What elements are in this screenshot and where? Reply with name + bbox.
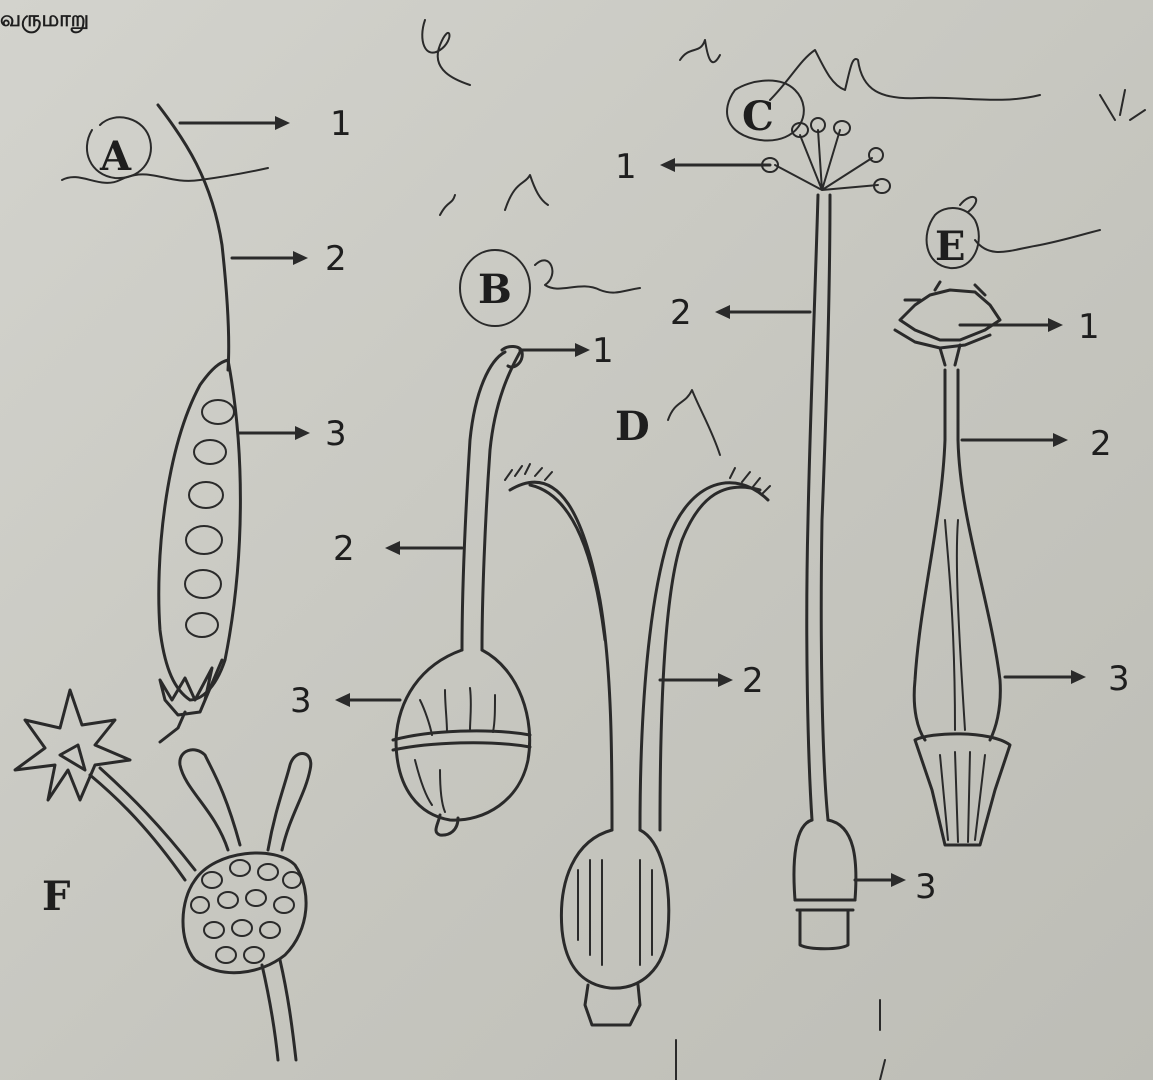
figure-a-letter: A (99, 133, 132, 180)
figure-e-receptacle (915, 734, 1010, 845)
figure-c-stigmas (762, 118, 890, 193)
figure-a-label-1: 1 (330, 104, 352, 144)
figure-d-label-2: 2 (742, 661, 764, 701)
pencil-mark (770, 50, 1040, 100)
figure-e-stigma (900, 290, 1000, 340)
figure-a: A 1 2 3 (62, 104, 352, 742)
pencil-mark (960, 197, 1100, 252)
figure-f-base (262, 960, 296, 1060)
figure-d-stigma-right (730, 468, 770, 494)
figure-c-label-1: 1 (615, 147, 637, 187)
figure-e: E 1 2 3 (895, 197, 1130, 845)
figure-e-label-3: 3 (1108, 659, 1130, 699)
figure-b-label-3: 3 (290, 681, 312, 721)
figure-f-style-right (268, 754, 311, 850)
figure-d-style-left (510, 482, 612, 830)
figure-d-stigma-left (505, 464, 552, 480)
figure-d-letter: D (615, 403, 650, 450)
pencil-mark (535, 260, 640, 292)
figure-c-label-2: 2 (670, 293, 692, 333)
figure-f-carpels (191, 860, 301, 963)
figure-e-label-2: 2 (1090, 424, 1112, 464)
pencil-mark (1100, 90, 1145, 120)
figure-b-label-1: 1 (592, 331, 614, 371)
figure-a-stalk (160, 712, 185, 742)
header-text: வருமாறு (0, 7, 89, 34)
figure-a-ovules (185, 400, 234, 637)
figure-d-base (585, 985, 640, 1025)
figure-a-style (158, 105, 229, 370)
figure-c-base (800, 910, 848, 949)
pencil-mark (422, 20, 470, 85)
figure-e-style (914, 370, 945, 740)
figure-c-ovary (794, 820, 856, 900)
figure-d: D 2 (505, 390, 770, 1025)
figure-b-letter: B (478, 266, 512, 313)
pencil-mark (680, 40, 720, 62)
pencil-mark (668, 390, 720, 455)
figure-a-label-2: 2 (325, 239, 347, 279)
figure-c-label-3: 3 (915, 867, 937, 907)
figure-e-ovary (945, 520, 965, 730)
pencil-mark (440, 175, 548, 215)
figure-e-letter: E (935, 223, 966, 270)
figure-f: F (15, 690, 311, 1060)
figure-f-stalk (90, 768, 195, 880)
figure-b-label-2: 2 (333, 529, 355, 569)
figure-b: B 1 2 3 (290, 250, 640, 835)
figure-a-label-3: 3 (325, 414, 347, 454)
figure-f-style-left (180, 750, 240, 850)
figure-c-style (807, 195, 818, 820)
figure-f-letter: F (42, 873, 70, 920)
figure-f-flower (15, 690, 130, 800)
figure-e-label-1: 1 (1078, 307, 1100, 347)
pencil-mark (62, 168, 268, 183)
figure-a-ovary (159, 360, 241, 700)
pencil-mark (676, 1000, 885, 1080)
figure-c: C 1 2 3 (615, 50, 1040, 949)
